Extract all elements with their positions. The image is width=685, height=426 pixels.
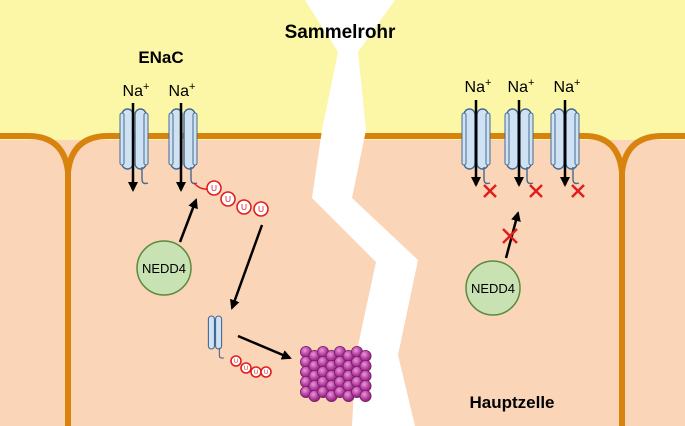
sodium-label-right-3: Na+ [554, 77, 581, 96]
nedd4-right [465, 260, 521, 316]
ubiquitin-small-4: U [260, 366, 272, 378]
internalized-channel [207, 315, 224, 359]
lumen-label: Sammelrohr [285, 22, 396, 43]
ubiquitin-small-3: U [250, 366, 262, 378]
enac-channel-left-1 [119, 108, 149, 185]
svg-text:U: U [254, 370, 258, 376]
ubiquitin-4: U [253, 201, 269, 217]
nedd4-arrow-left [178, 198, 198, 243]
svg-text:U: U [234, 359, 238, 365]
break-gap [305, 0, 418, 426]
enac-channel-right-1 [461, 108, 491, 185]
svg-text:Na+: Na+ [169, 81, 196, 100]
sodium-label-left-1: Na+ [123, 81, 150, 100]
cell-label: Hauptzelle [469, 393, 554, 412]
enac-channel-right-2 [504, 108, 534, 185]
svg-text:U: U [225, 194, 231, 204]
ubiquitin-small-1: U [230, 355, 242, 367]
ubiquitin-1: U [206, 180, 222, 196]
ubiquitin-3: U [236, 199, 252, 215]
degradation-arrow [237, 334, 292, 360]
channel-label: ENaC [138, 48, 183, 67]
enac-channel-right-3 [550, 108, 580, 185]
svg-text:Na+: Na+ [554, 77, 581, 96]
svg-text:U: U [258, 204, 264, 214]
svg-text:Na+: Na+ [465, 77, 492, 96]
sodium-label-right-2: Na+ [508, 77, 535, 96]
svg-text:U: U [264, 370, 268, 376]
enac-channel-left-2 [168, 108, 198, 185]
cross-icon-1 [483, 184, 497, 198]
nedd4-left-label: NEDD4 [142, 261, 186, 276]
svg-text:Na+: Na+ [508, 77, 535, 96]
cross-icon-4 [502, 228, 518, 244]
cross-icon-2 [529, 184, 543, 198]
ubiquitin-2: U [220, 191, 236, 207]
sodium-label-right-1: Na+ [465, 77, 492, 96]
proteasome-icon [299, 345, 372, 402]
svg-text:Na+: Na+ [123, 81, 150, 100]
svg-text:U: U [211, 183, 217, 193]
svg-text:U: U [241, 202, 247, 212]
svg-text:U: U [244, 366, 248, 372]
cross-icon-3 [571, 184, 585, 198]
ubiquitin-small-2: U [240, 362, 252, 374]
internalization-arrow [230, 224, 264, 310]
nedd4-left [136, 240, 192, 296]
sodium-label-left-2: Na+ [169, 81, 196, 100]
nedd4-right-label: NEDD4 [471, 281, 515, 296]
